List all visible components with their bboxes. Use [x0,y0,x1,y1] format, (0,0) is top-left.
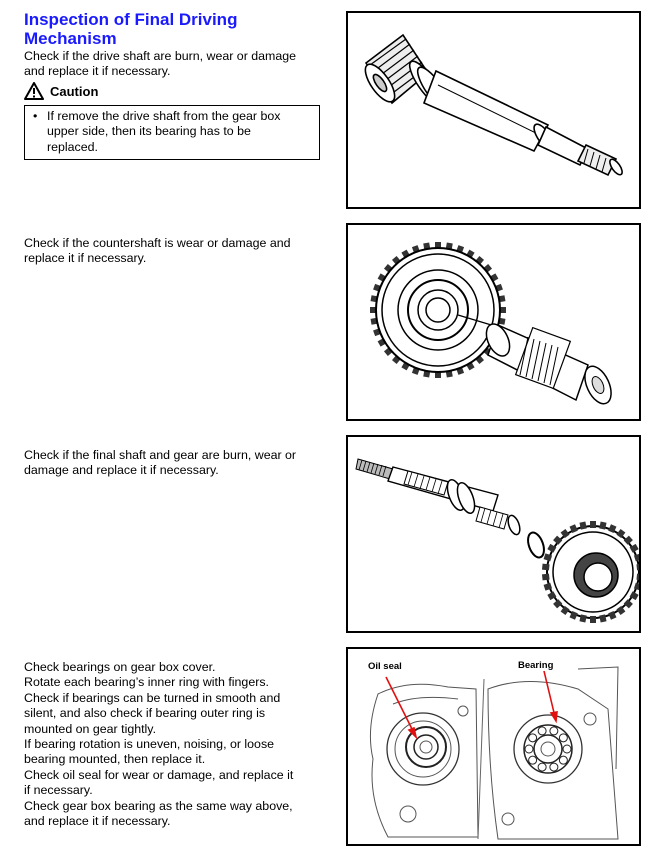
gear-tooth [547,543,557,553]
bearings-text: Check bearings on gear box cover. Rotate… [24,660,324,829]
final-shaft-text: Check if the final shaft and gear are bu… [24,448,324,479]
text-line: silent, and also check if bearing outer … [24,706,266,721]
gear-tooth [590,616,596,623]
bearing-ball [549,726,559,736]
bullet-marker: • [33,109,38,123]
gear-tooth [543,582,553,591]
gear-tooth [623,535,633,545]
gear-tooth [435,370,441,378]
warning-triangle-icon [24,82,44,100]
bearing-ball [558,733,568,743]
caution-label: Caution [50,83,99,99]
caution-line: replaced. [47,139,98,154]
gear-tooth [629,543,639,553]
gear-tooth [629,591,639,601]
text-line: bearing mounted, then replace it. [24,752,206,767]
text-line: damage and replace it if necessary. [24,463,219,478]
bearing-ball [528,733,538,743]
gear-tooth [543,553,553,562]
gear-tooth [616,605,626,616]
text-line: Check gear box bearing as the same way a… [24,798,293,813]
caution-line: upper side, then its bearing has to be [47,124,251,139]
gear-tooth [553,535,563,545]
gear-tooth [560,528,570,539]
text-line: Check if the drive shaft are burn, wear … [24,49,297,63]
text-line: Check if the final shaft and gear are bu… [24,448,297,462]
oil-seal-label: Oil seal [368,661,402,672]
gear-tooth [541,563,550,571]
bearing-ball [549,762,559,772]
bearing-ball [562,744,572,754]
gear-tooth [569,610,578,620]
text-line: mounted on gear tightly. [24,721,157,736]
countershaft-figure [346,223,641,421]
gear-tooth [560,605,570,616]
bearing-ball [537,762,547,772]
gear-tooth [579,614,587,623]
drive-shaft-illustration [364,33,623,177]
section-title: Inspection of Final Driving Mechanism [24,10,238,48]
gear-tooth [579,521,587,530]
bearing-ball [524,744,534,754]
countershaft-text: Check if the countershaft is wear or dam… [24,236,324,267]
gear-tooth [569,524,578,534]
gear-tooth [623,599,633,609]
gear-tooth [636,573,639,581]
gear-tooth [608,610,617,620]
gearbox-bearing-illustration [369,666,619,840]
drive-shaft-figure [346,11,641,209]
caution-box: • If remove the drive shaft from the gea… [24,105,320,160]
drive-shaft-text: Check if the drive shaft are burn, wear … [24,49,324,80]
gear-tooth [553,599,563,609]
gearbox-bearing-figure: Oil seal Bearing [346,647,641,846]
final-shaft-illustration [355,458,639,623]
text-line: If bearing rotation is uneven, noising, … [24,737,275,752]
final-shaft-figure [346,435,641,633]
text-line: Check oil seal for wear or damage, and r… [24,767,294,782]
gear-tooth [590,521,596,528]
text-line: Check if the countershaft is wear or dam… [24,236,291,250]
bearing-ball [528,755,538,765]
gear-tooth [599,521,607,530]
gear-tooth [599,614,607,623]
text-line: Check if bearings can be turned in smoot… [24,690,281,705]
gear-tooth [608,524,617,534]
text-line: if necessary. [24,783,93,798]
gear-tooth [435,242,441,250]
bearing-ball [558,755,568,765]
gear-tooth [541,573,550,581]
bearing-label: Bearing [518,660,554,671]
text-line: and replace it if necessary. [24,64,171,79]
gear-tooth [633,553,639,562]
bearing-ball [537,726,547,736]
gear-tooth [547,591,557,601]
caution-line: If remove the drive shaft from the gear … [47,109,281,123]
gear-tooth [633,582,639,591]
caution-heading: Caution [24,80,98,102]
text-line: Rotate each bearing’s inner ring with fi… [24,675,269,690]
gear-tooth [616,528,626,539]
text-line: replace it if necessary. [24,251,147,266]
countershaft-illustration [370,242,612,405]
text-line: and replace it if necessary. [24,814,171,829]
gear-tooth [636,563,639,571]
text-line: Check bearings on gear box cover. [24,660,216,674]
